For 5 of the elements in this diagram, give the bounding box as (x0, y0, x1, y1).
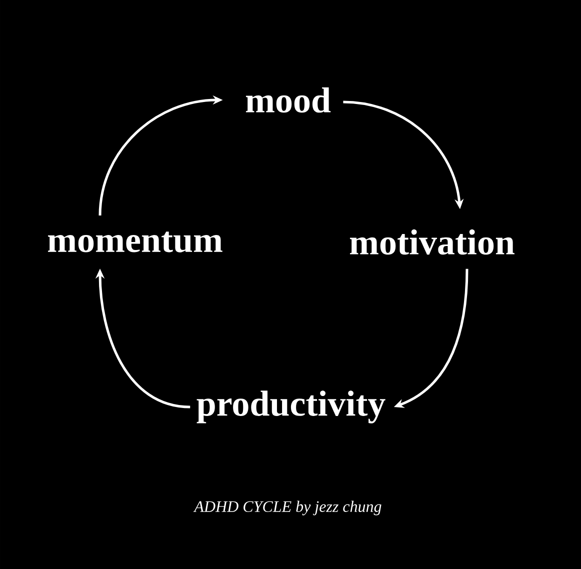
caption: ADHD CYCLE by jezz chung (193, 500, 382, 516)
node-label: productivity (196, 390, 386, 424)
node-label: mood (246, 87, 331, 113)
node-label: motivation (350, 229, 514, 255)
node-label: momentum (48, 232, 222, 252)
